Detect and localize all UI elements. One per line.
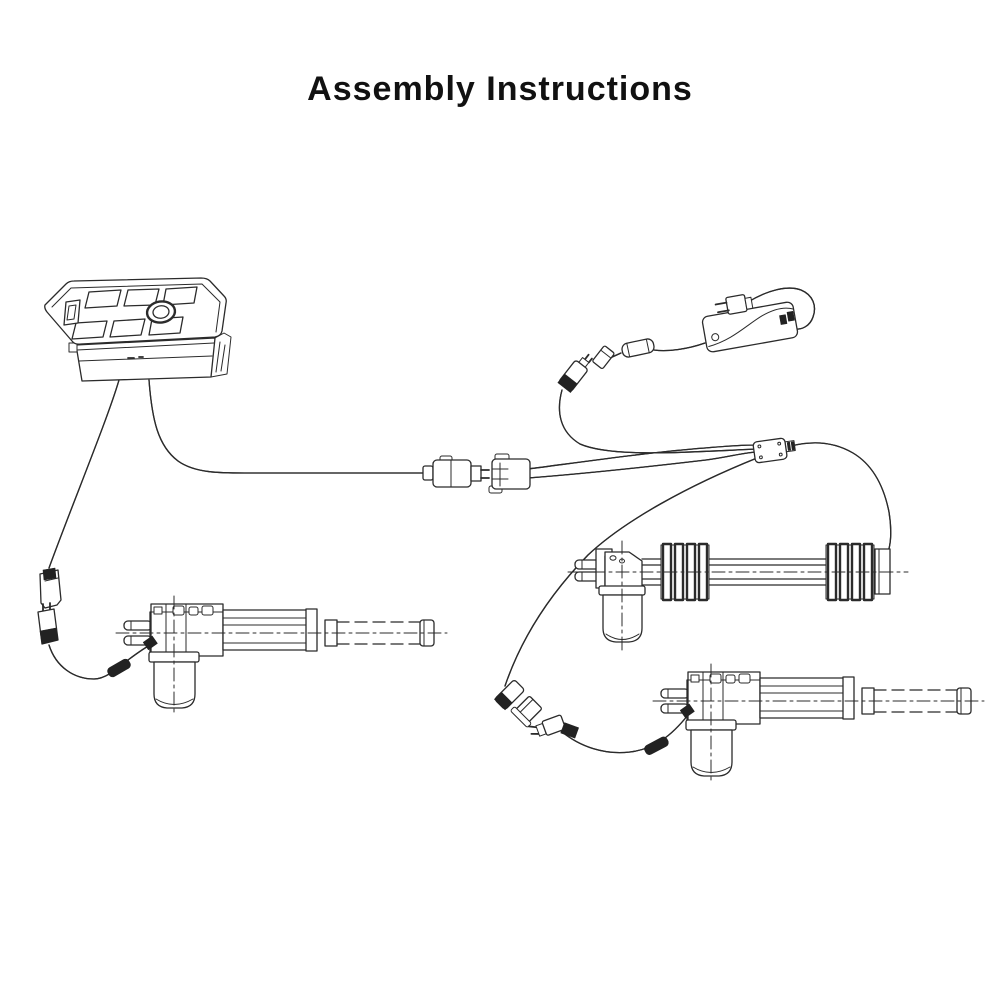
dc-socket <box>592 345 615 370</box>
two-pin-plug <box>527 714 566 737</box>
receptacle <box>510 696 542 728</box>
ferrite-bead <box>621 338 655 358</box>
usb-port <box>63 299 81 326</box>
round-button <box>145 300 177 324</box>
hand-control <box>44 277 232 382</box>
motor-connector-pair <box>422 453 531 494</box>
page-title: Assembly Instructions <box>307 70 693 108</box>
button <box>71 320 108 340</box>
drive-rail <box>641 558 877 586</box>
ferrite-bead <box>107 658 131 678</box>
bottom-left-actuator <box>115 595 448 717</box>
center-actuator <box>567 540 909 653</box>
two-pin-plug <box>37 602 59 645</box>
control-buttons <box>63 286 198 340</box>
right-connector-set <box>494 680 669 755</box>
button <box>109 318 146 338</box>
male-connector <box>422 455 490 488</box>
left-connector-pair <box>37 567 131 678</box>
gearbox <box>604 551 643 589</box>
female-connector <box>488 453 531 494</box>
button <box>84 289 122 309</box>
dc-plug <box>557 353 593 393</box>
ac-plug <box>714 294 754 315</box>
wire-splitter <box>752 437 796 464</box>
cable-band <box>560 722 579 739</box>
female-cup <box>39 567 62 609</box>
power-adapter <box>557 294 799 393</box>
ferrite-bead <box>644 736 669 755</box>
bottom-right-actuator <box>652 663 985 785</box>
button <box>162 286 198 306</box>
barrel-plug <box>494 680 525 711</box>
